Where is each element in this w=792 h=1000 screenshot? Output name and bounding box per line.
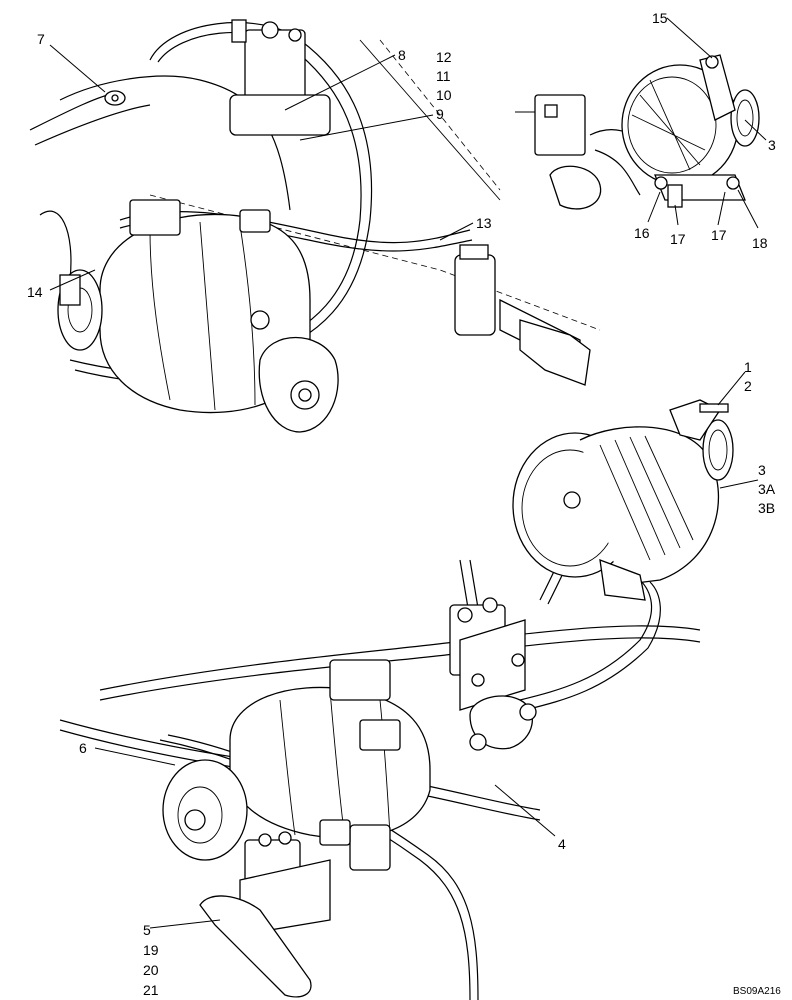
leader-17b xyxy=(717,191,726,226)
callout-7: 7 xyxy=(37,31,45,47)
assembly-view xyxy=(59,399,734,1000)
leader-17a xyxy=(674,204,679,226)
callout-3B: 3B xyxy=(758,500,775,516)
leader-1 xyxy=(717,371,746,406)
callout-6: 6 xyxy=(79,740,87,756)
callout-14: 14 xyxy=(27,284,43,300)
starter-solenoid-view xyxy=(29,19,601,433)
callout-5: 5 xyxy=(143,922,151,938)
drawing-code: BS09A216 xyxy=(733,986,781,997)
leader-16 xyxy=(647,191,661,223)
leader-3-bottom xyxy=(719,479,759,489)
callout-9: 9 xyxy=(436,106,444,122)
callout-16: 16 xyxy=(634,225,650,241)
callout-3A: 3A xyxy=(758,481,776,497)
callout-4: 4 xyxy=(558,836,566,852)
leader-8 xyxy=(284,54,396,111)
callout-13: 13 xyxy=(476,215,492,231)
leader-15 xyxy=(666,17,713,59)
callout-8: 8 xyxy=(398,47,406,63)
leader-6 xyxy=(94,747,176,766)
callout-18: 18 xyxy=(752,235,768,251)
alternator-mount-view xyxy=(515,54,760,210)
callout-19: 19 xyxy=(143,942,159,958)
leader-14 xyxy=(49,269,96,291)
callout-labels: 7 8 12 11 10 9 13 14 15 3 16 17 17 18 1 … xyxy=(27,10,781,998)
leader-18 xyxy=(737,189,759,229)
callout-21: 21 xyxy=(143,982,159,998)
callout-3-bottom: 3 xyxy=(758,462,766,478)
leader-7 xyxy=(49,44,106,93)
callout-11: 11 xyxy=(436,68,451,84)
leader-lines xyxy=(49,17,767,929)
callout-3-top: 3 xyxy=(768,137,776,153)
leader-13 xyxy=(439,222,474,241)
callout-2: 2 xyxy=(744,378,752,394)
callout-15: 15 xyxy=(652,10,668,26)
leader-9 xyxy=(299,114,434,141)
callout-20: 20 xyxy=(143,962,159,978)
callout-17-left: 17 xyxy=(670,231,686,247)
callout-1: 1 xyxy=(744,359,752,375)
leader-4 xyxy=(494,784,556,837)
leader-3-top xyxy=(744,119,767,141)
callout-12: 12 xyxy=(436,49,452,65)
callout-17-right: 17 xyxy=(711,227,727,243)
callout-10: 10 xyxy=(436,87,452,103)
leader-5 xyxy=(149,919,221,929)
